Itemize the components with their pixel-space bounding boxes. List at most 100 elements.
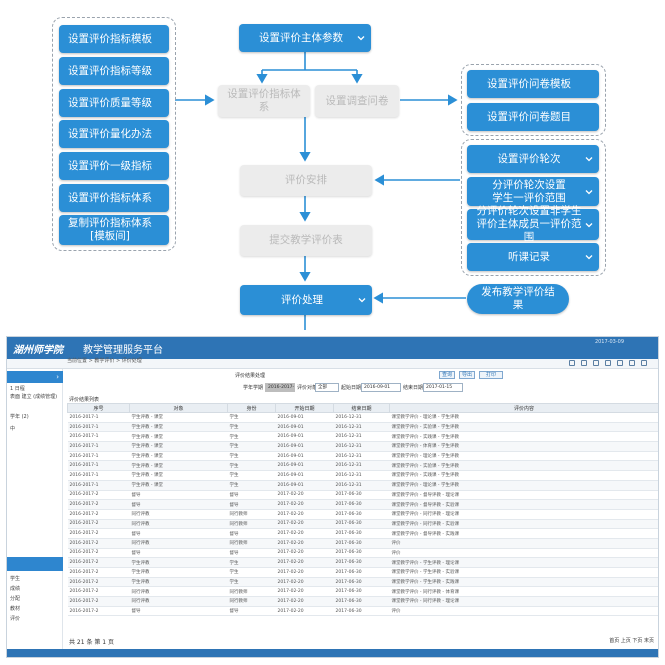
round-node-3[interactable]: 分评价轮次设置非学生 评价主体成员一评价范围 bbox=[467, 205, 599, 243]
settings-icon[interactable] bbox=[593, 360, 599, 366]
index-system-node[interactable]: 设置评价指标体系 bbox=[218, 85, 310, 117]
column-header[interactable]: 身份 bbox=[227, 403, 276, 413]
table-cell: 2017-02-20 bbox=[275, 499, 334, 510]
round-node-1[interactable]: 设置评价轮次 bbox=[467, 145, 599, 173]
print-button[interactable]: 打印 bbox=[479, 371, 503, 379]
lock-icon[interactable] bbox=[617, 360, 623, 366]
left-group-node-4[interactable]: 设置评价量化办法 bbox=[59, 120, 169, 148]
table-cell: 评价 bbox=[389, 548, 658, 559]
arrangement-node[interactable]: 评价安排 bbox=[240, 165, 372, 196]
left-group-node-3[interactable]: 设置评价质量等级 bbox=[59, 89, 169, 117]
table-cell: 2016-12-31 bbox=[333, 460, 390, 472]
filter-input[interactable]: 2016-09-01 bbox=[361, 383, 401, 392]
home-icon[interactable] bbox=[569, 360, 575, 366]
table-cell: 2016-12-31 bbox=[333, 422, 390, 433]
column-header[interactable]: 结束日期 bbox=[333, 403, 390, 413]
column-header[interactable]: 序号 bbox=[67, 403, 130, 413]
table-cell: 学生评教 - 课堂 bbox=[129, 480, 228, 491]
sidebar-item[interactable]: 成绩 bbox=[10, 586, 21, 592]
table-cell: 2016-2017-2 bbox=[67, 528, 130, 539]
table-cell: 2016-2017-2 bbox=[67, 567, 130, 578]
left-group-node-7[interactable]: 复制评价指标体系 [模板间] bbox=[59, 215, 169, 245]
table-cell: 学生 bbox=[227, 460, 276, 472]
questionnaire-node-1[interactable]: 设置评价问卷模板 bbox=[467, 70, 599, 98]
table-cell: 2017-02-20 bbox=[275, 596, 334, 607]
arrangement-label: 评价安排 bbox=[285, 174, 327, 186]
sidebar-active-item[interactable] bbox=[7, 557, 63, 571]
mail-icon[interactable] bbox=[581, 360, 587, 366]
left-group-node-6[interactable]: 设置评价指标体系 bbox=[59, 184, 169, 212]
column-header[interactable]: 对象 bbox=[129, 403, 228, 413]
user-icon[interactable] bbox=[605, 360, 611, 366]
table-cell: 学生 bbox=[227, 431, 276, 443]
column-header[interactable]: 开始日期 bbox=[275, 403, 334, 413]
submit-label: 提交教学评价表 bbox=[269, 234, 343, 246]
table-cell: 2016-12-31 bbox=[333, 412, 390, 423]
left-group-node-1[interactable]: 设置评价指标模板 bbox=[59, 25, 169, 53]
table-cell: 2016-2017-2 bbox=[67, 606, 130, 617]
column-header[interactable]: 评价内容 bbox=[389, 403, 658, 413]
sidebar-item[interactable]: 评价 bbox=[10, 616, 21, 622]
table-cell: 评价 bbox=[389, 538, 658, 549]
filter-input[interactable]: 2016-2017-2 bbox=[265, 383, 295, 392]
filter-input[interactable]: 全部 bbox=[315, 383, 339, 392]
sidebar-item[interactable]: 学年 (2) bbox=[10, 414, 29, 420]
sidebar-toggle[interactable]: › bbox=[7, 371, 63, 383]
left-group-node-5[interactable]: 设置评价一级指标 bbox=[59, 152, 169, 180]
table-cell: 学生 bbox=[227, 441, 276, 452]
round-node-4[interactable]: 听课记录 bbox=[467, 243, 599, 271]
publish-node[interactable]: 发布教学评价结果 bbox=[467, 284, 569, 314]
sidebar-item[interactable]: 学生 bbox=[10, 576, 21, 582]
survey-node[interactable]: 设置调查问卷 bbox=[315, 85, 399, 117]
filter-input[interactable]: 2017-01-15 bbox=[423, 383, 463, 392]
table-cell: 2016-12-31 bbox=[333, 441, 390, 452]
round-node-2[interactable]: 分评价轮次设置 学生一评价范围 bbox=[467, 177, 599, 206]
platform-title: 教学管理服务平台 bbox=[83, 344, 163, 356]
logout-icon[interactable] bbox=[641, 360, 647, 366]
sidebar-item[interactable]: 表面 建立 (成绩管理) bbox=[10, 394, 58, 400]
pager-links[interactable]: 首页 上页 下页 末页 bbox=[609, 638, 654, 644]
table-cell: 2017-06-30 bbox=[333, 557, 390, 568]
table-cell: 2016-2017-1 bbox=[67, 431, 130, 443]
help-icon[interactable] bbox=[629, 360, 635, 366]
questionnaire-node-2[interactable]: 设置评价问卷题目 bbox=[467, 103, 599, 131]
process-node[interactable]: 评价处理 bbox=[240, 285, 372, 315]
table-cell: 2016-12-31 bbox=[333, 451, 390, 462]
table-cell: 2016-12-31 bbox=[333, 480, 390, 491]
sidebar-item[interactable]: 1 日程 bbox=[10, 386, 25, 392]
sidebar-item[interactable]: 教材 bbox=[10, 606, 21, 612]
sidebar-item[interactable]: 分配 bbox=[10, 596, 21, 602]
table-cell: 2016-2017-2 bbox=[67, 538, 130, 549]
sidebar-item[interactable]: 中 bbox=[10, 426, 16, 432]
index-system-label: 设置评价指标体系 bbox=[227, 88, 301, 113]
flowchart-connectors bbox=[175, 52, 466, 330]
left-group-node-2[interactable]: 设置评价指标等级 bbox=[59, 57, 169, 85]
submit-node[interactable]: 提交教学评价表 bbox=[240, 225, 372, 256]
query-button[interactable]: 查询 bbox=[439, 371, 455, 379]
chevron-down-icon bbox=[585, 157, 593, 162]
export-button[interactable]: 导出 bbox=[459, 371, 475, 379]
main-param-node[interactable]: 设置评价主体参数 bbox=[239, 24, 371, 52]
header-date: 2017-03-09 bbox=[594, 339, 624, 345]
